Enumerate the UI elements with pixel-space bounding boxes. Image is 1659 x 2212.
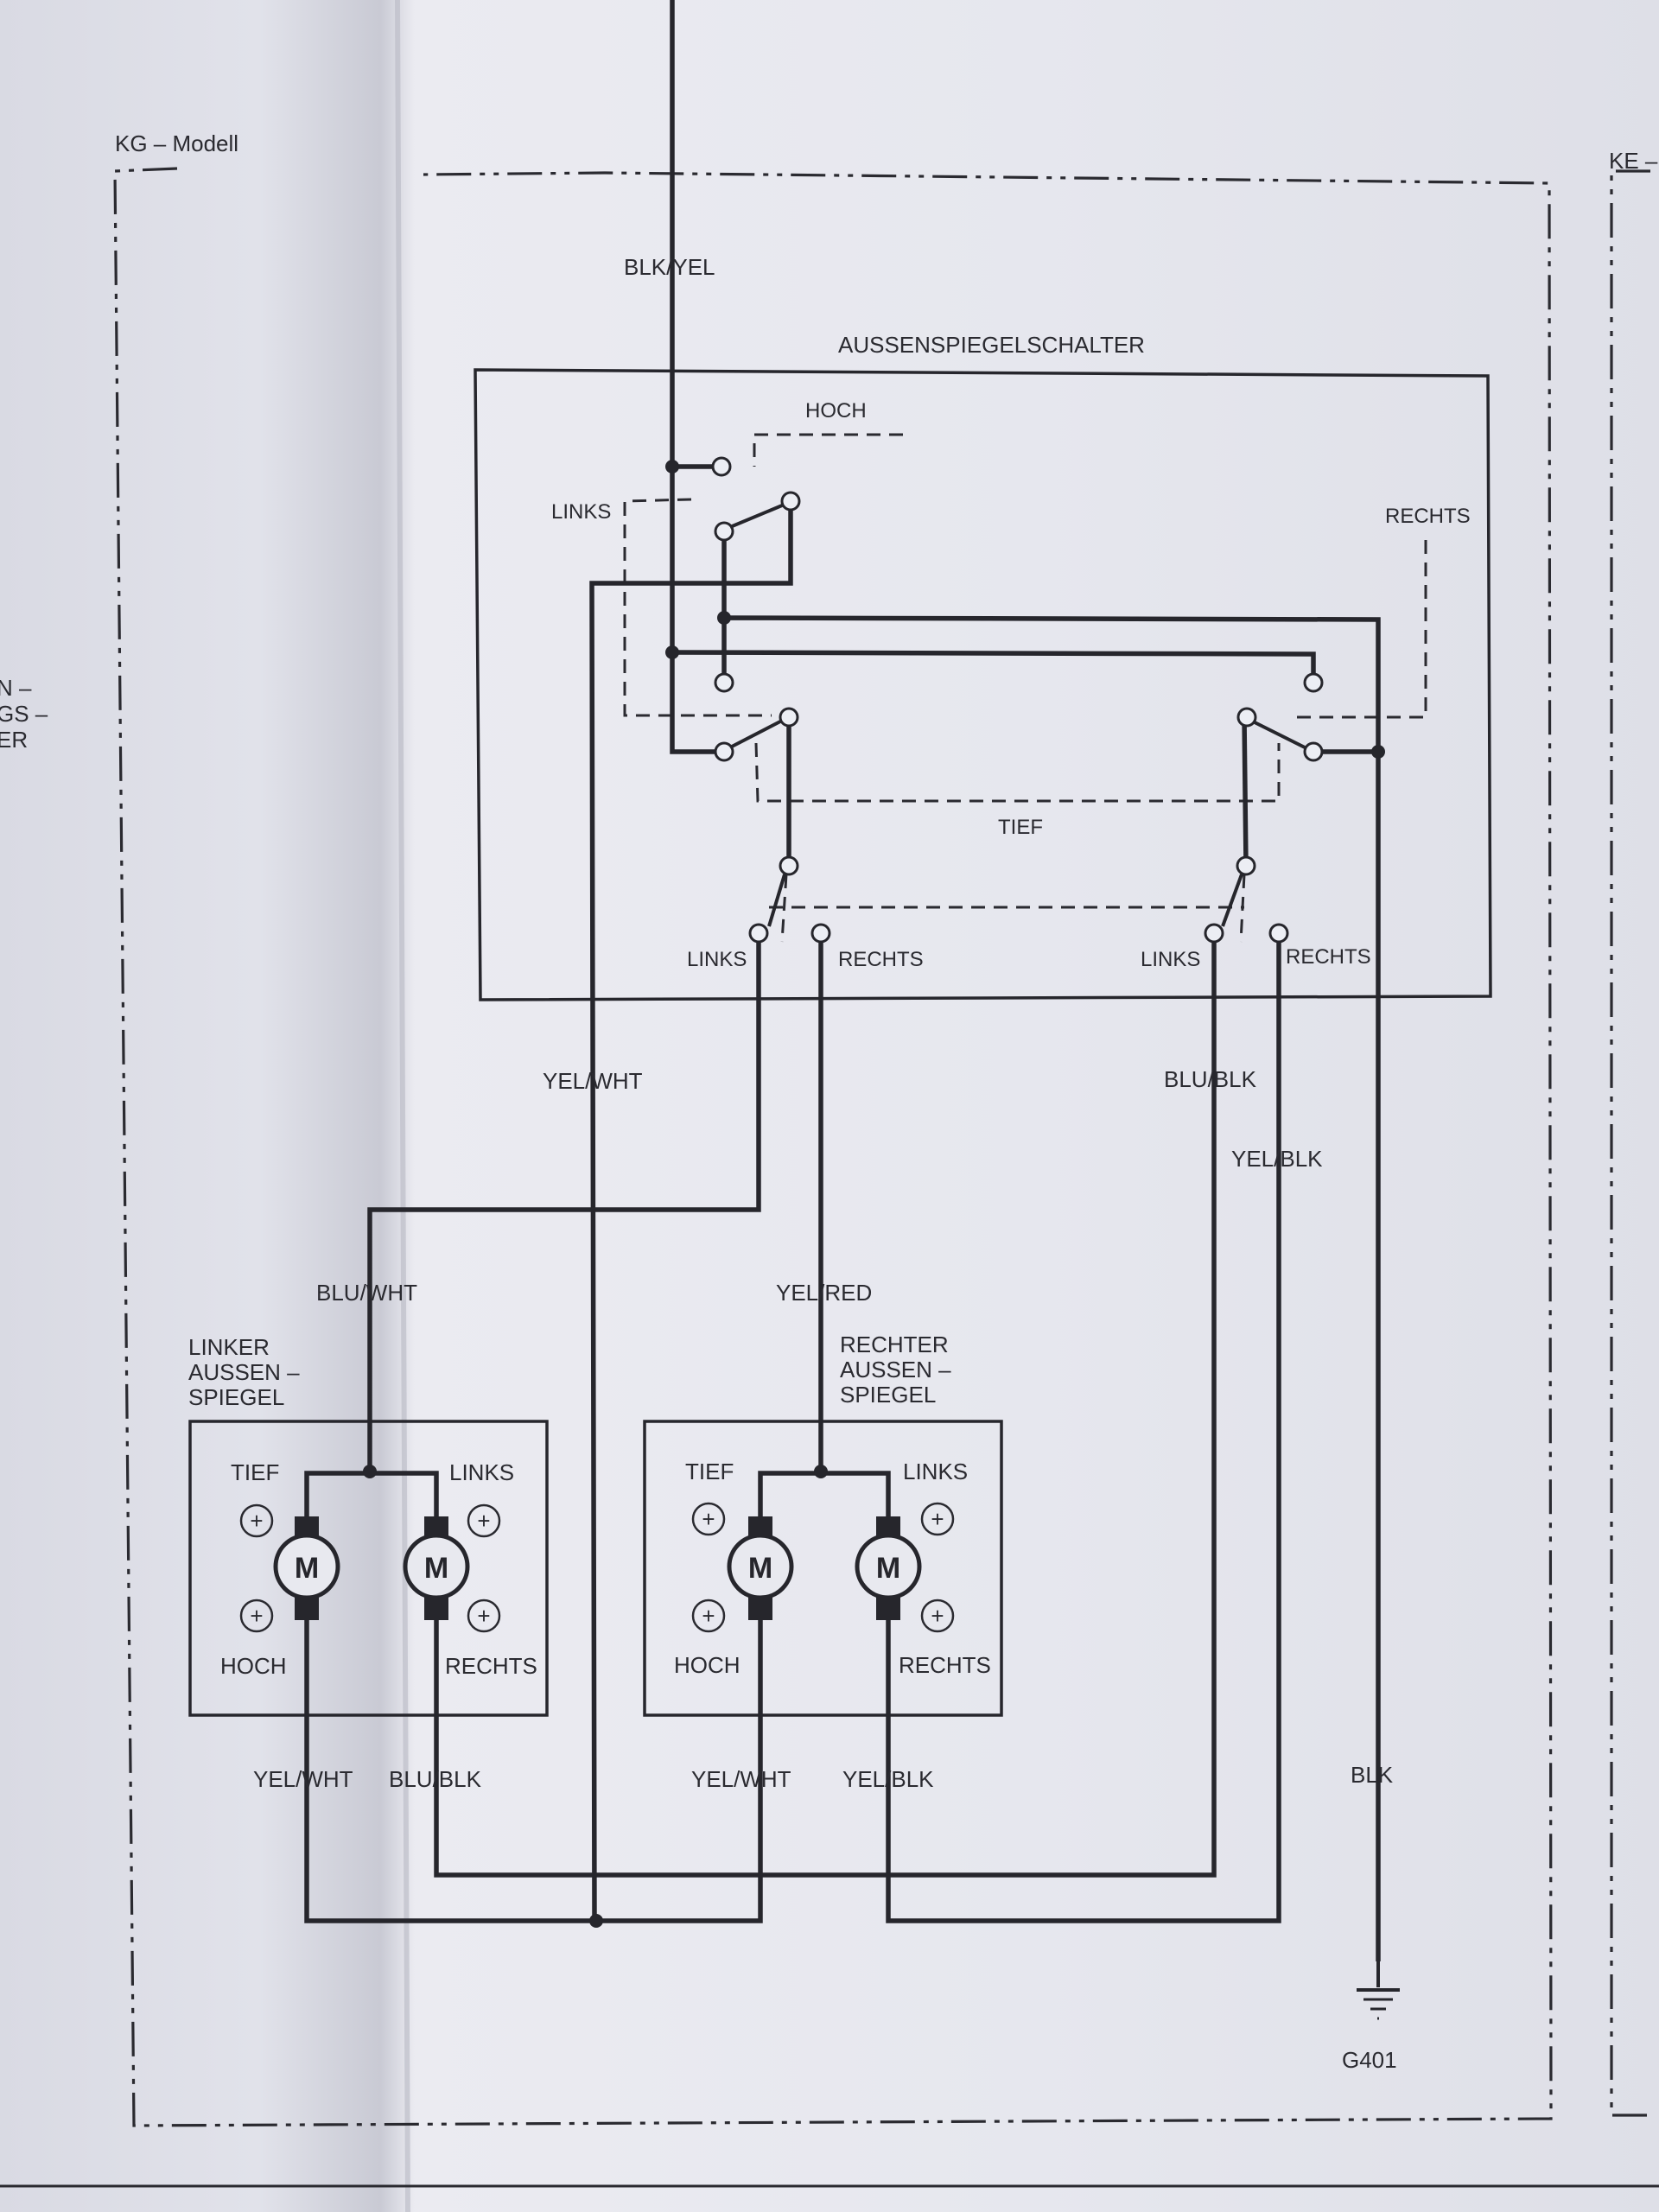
svg-text:+: + <box>702 1506 715 1532</box>
svg-text:+: + <box>477 1603 490 1629</box>
selector-left-rechts: RECHTS <box>838 948 924 971</box>
selector-right-rechts: RECHTS <box>1286 945 1371 969</box>
wire-label-blu-blk: BLU/BLK <box>1164 1066 1257 1092</box>
wire-label-yel-red: YEL/RED <box>776 1280 872 1306</box>
right-mirror-rechts: RECHTS <box>899 1652 991 1678</box>
left-mirror-title-3: SPIEGEL <box>188 1384 284 1410</box>
wire-label-yel-wht: YEL/WHT <box>543 1068 643 1094</box>
right-mirror-motor-updown <box>727 1533 794 1600</box>
switch-tief-label: TIEF <box>998 816 1043 839</box>
left-mirror: LINKER AUSSEN – SPIEGEL TIEF LINKS HOCH … <box>188 1334 549 1717</box>
svg-text:+: + <box>931 1603 944 1629</box>
right-mirror-hoch: HOCH <box>674 1652 741 1678</box>
wire-label-yel-blk: YEL/BLK <box>1231 1146 1323 1172</box>
left-edge-label-3: ER <box>0 727 28 753</box>
right-mirror-plus-icons: + + + + <box>691 1502 955 1633</box>
ground-label: G401 <box>1342 2047 1397 2073</box>
kg-model-label: KG – Modell <box>115 130 238 156</box>
right-mirror-motor-b-label: M <box>876 1552 900 1585</box>
left-mirror-title-1: LINKER <box>188 1334 270 1360</box>
left-mirror-motor-a-label: M <box>295 1552 319 1585</box>
ground-icon <box>1357 1961 1400 2020</box>
left-mirror-motor-updown <box>273 1533 340 1600</box>
svg-text:+: + <box>250 1603 263 1629</box>
left-edge-label-2: GS – <box>0 701 48 727</box>
left-mirror-motor-leftright <box>403 1533 470 1600</box>
switch-links-label: LINKS <box>551 500 611 524</box>
junction-nodes <box>363 460 1385 1928</box>
svg-text:+: + <box>931 1506 944 1532</box>
kg-model-frame <box>113 167 1553 2127</box>
wire-label-blk: BLK <box>1351 1762 1394 1788</box>
mirror-switch-box <box>474 368 1492 1001</box>
ke-model-frame-edge <box>1610 169 1650 2117</box>
right-mirror-links: LINKS <box>903 1459 968 1484</box>
switch-linkages <box>623 433 1427 943</box>
switch-rechts-label: RECHTS <box>1385 505 1471 528</box>
wire-label-blu-wht: BLU/WHT <box>316 1280 417 1306</box>
selector-right-links: LINKS <box>1141 948 1200 971</box>
svg-text:+: + <box>702 1603 715 1629</box>
right-mirror-tief: TIEF <box>685 1459 734 1484</box>
right-mirror-title-1: RECHTER <box>840 1332 949 1357</box>
right-mirror-motor-a-label: M <box>748 1552 772 1585</box>
wire-label-left-yel-wht: YEL/WHT <box>253 1766 353 1792</box>
switch-terminals <box>711 456 1324 944</box>
switch-title: AUSSENSPIEGELSCHALTER <box>838 332 1145 358</box>
right-mirror-title-3: SPIEGEL <box>840 1382 936 1408</box>
switch-hoch-label: HOCH <box>805 399 867 423</box>
left-edge-label-1: N – <box>0 675 32 701</box>
right-mirror: RECHTER AUSSEN – SPIEGEL TIEF LINKS HOCH… <box>643 1332 1003 1717</box>
left-mirror-tief: TIEF <box>231 1459 279 1485</box>
right-mirror-title-2: AUSSEN – <box>840 1357 951 1382</box>
ke-model-label: KE – <box>1609 148 1658 174</box>
left-mirror-links: LINKS <box>449 1459 514 1485</box>
left-mirror-plus-icons: + + + + <box>239 1503 501 1633</box>
wire-label-right-yel-wht: YEL/WHT <box>691 1766 791 1792</box>
wire-label-left-blu-blk: BLU/BLK <box>389 1766 482 1792</box>
selector-left-links: LINKS <box>687 948 747 971</box>
svg-text:+: + <box>477 1508 490 1534</box>
wire-label-right-yel-blk: YEL/BLK <box>842 1766 934 1792</box>
left-mirror-hoch: HOCH <box>220 1653 287 1679</box>
left-mirror-title-2: AUSSEN – <box>188 1359 300 1385</box>
wire-label-blk-yel: BLK/YEL <box>624 254 715 280</box>
svg-text:+: + <box>250 1508 263 1534</box>
left-mirror-motor-b-label: M <box>424 1552 448 1585</box>
wires <box>304 0 1382 1961</box>
right-mirror-motor-leftright <box>855 1533 922 1600</box>
left-mirror-rechts: RECHTS <box>445 1653 537 1679</box>
